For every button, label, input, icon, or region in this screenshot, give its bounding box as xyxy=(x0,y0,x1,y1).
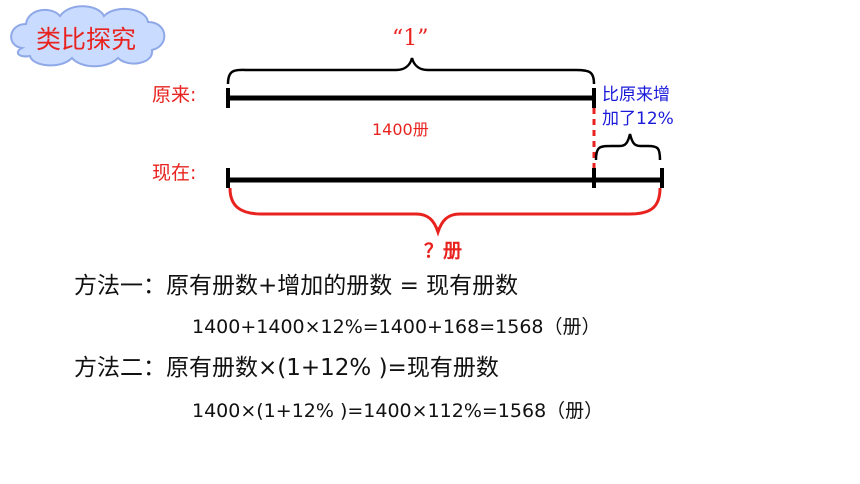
original-bar xyxy=(226,88,596,108)
increase-brace xyxy=(594,133,662,161)
cloud-badge-shape xyxy=(10,5,166,68)
unit-one-label: “1” xyxy=(392,26,429,51)
top-brace xyxy=(226,57,596,85)
method-one-calculation: 1400+1400×12%=1400+168=1568（册） xyxy=(192,316,601,338)
method-two-calculation: 1400×(1+12% )=1400×112%=1568（册） xyxy=(192,400,604,422)
increase-note-line1: 比原来增 xyxy=(602,85,670,105)
current-label: 现在: xyxy=(152,162,197,184)
original-label: 原来: xyxy=(152,84,197,106)
method-two-title: 方法二：原有册数×(1+12% )=现有册数 xyxy=(74,355,499,381)
method-one-title: 方法一：原有册数+增加的册数 = 现有册数 xyxy=(74,273,519,299)
original-amount-label: 1400册 xyxy=(372,120,429,139)
bottom-brace xyxy=(228,187,662,237)
section-badge-title: 类比探究 xyxy=(36,25,137,54)
unknown-total-label: ？册 xyxy=(424,240,463,262)
increase-note-line2: 加了12% xyxy=(602,109,674,129)
current-bar xyxy=(226,168,664,188)
